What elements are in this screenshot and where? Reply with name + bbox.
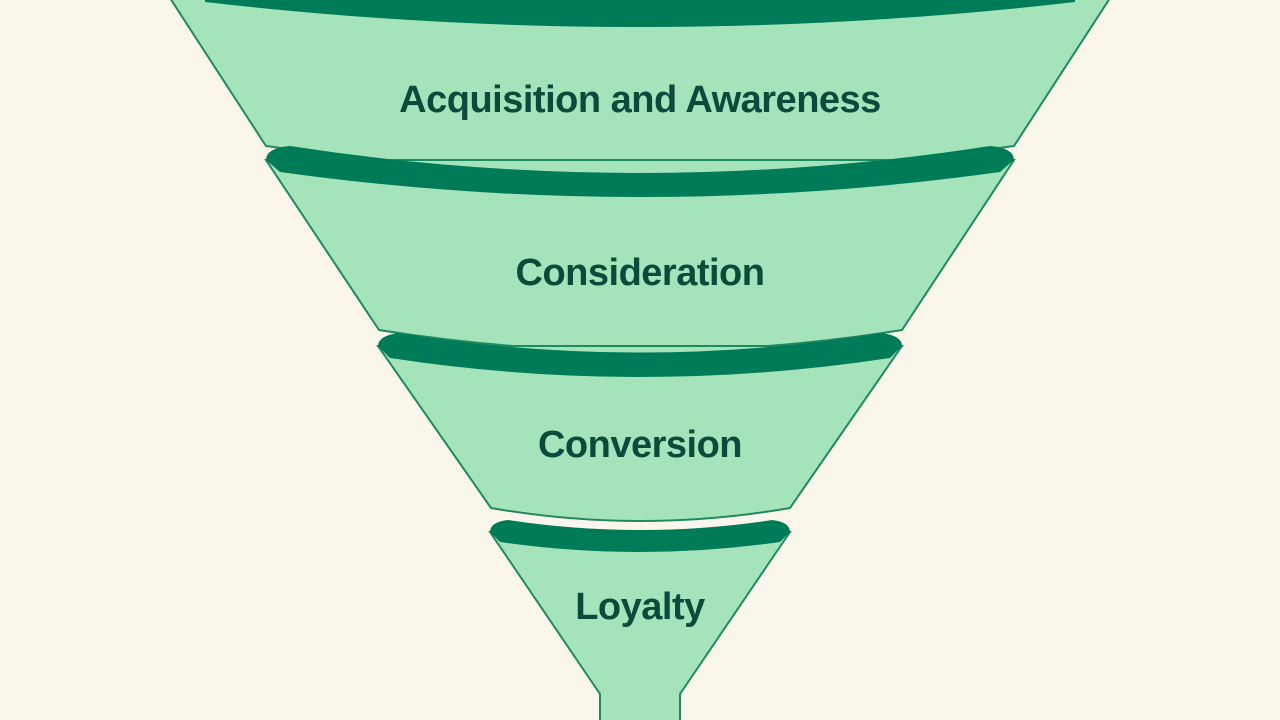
funnel-stage-conversion: Conversion: [376, 333, 904, 522]
funnel-segment-rim: [205, 0, 1075, 27]
stage-label-acquisition-awareness: Acquisition and Awareness: [399, 79, 881, 121]
stage-label-conversion: Conversion: [538, 424, 742, 466]
funnel-segment-rim: [378, 333, 902, 377]
funnel-stage-consideration: Consideration: [264, 146, 1016, 352]
funnel-segment-rim: [490, 520, 790, 552]
funnel-segment-rim: [266, 146, 1014, 197]
stage-label-consideration: Consideration: [516, 252, 765, 294]
funnel-stage-acquisition-awareness: Acquisition and Awareness: [170, 0, 1110, 173]
stage-label-loyalty: Loyalty: [575, 586, 705, 628]
funnel-segment-body: [376, 345, 904, 522]
funnel-stage-loyalty: Loyalty: [488, 520, 792, 720]
